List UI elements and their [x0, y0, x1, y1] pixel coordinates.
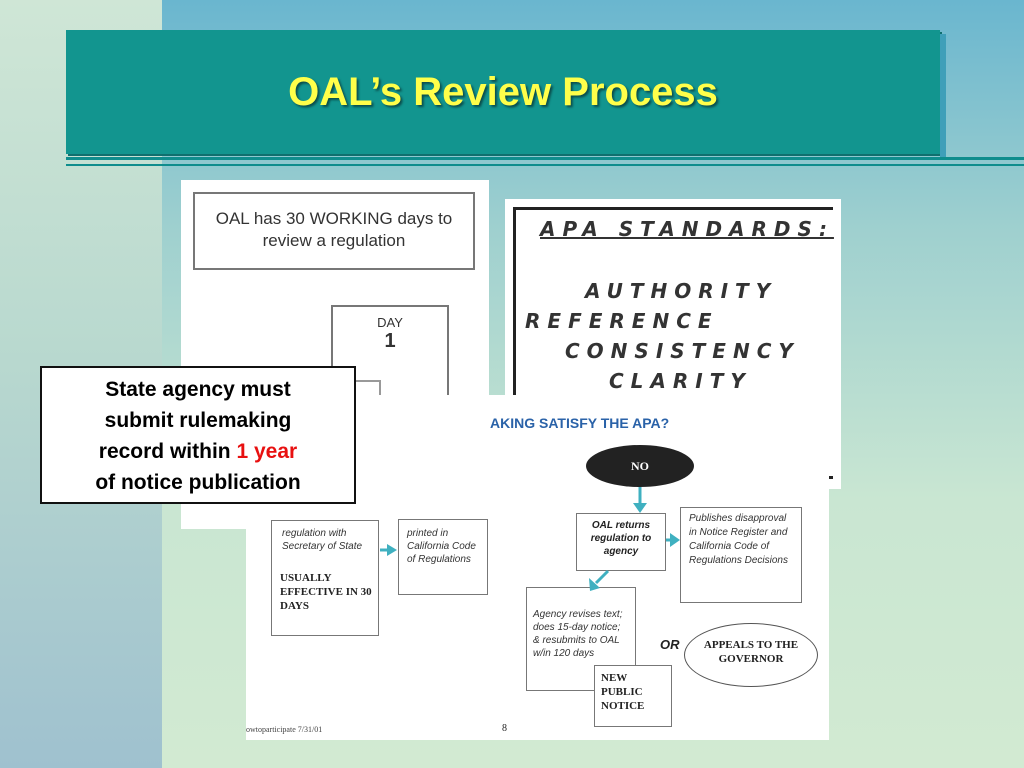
standard-reference: REFERENCE [525, 309, 719, 333]
new-public-notice-box: NEW PUBLIC NOTICE [594, 665, 672, 727]
flow-question: AKING SATISFY THE APA? [490, 415, 670, 431]
day-label: DAY [377, 315, 403, 330]
usually-effective-text: USUALLY EFFECTIVE IN 30 DAYS [280, 572, 372, 612]
no-decision-oval: NO [586, 445, 694, 487]
secretary-of-state-text: regulation with Secretary of State [282, 528, 363, 552]
appeals-governor-oval: APPEALS TO THE GOVERNOR [684, 623, 818, 687]
callout-line-4: of notice publication [95, 471, 301, 494]
callout-line-1: State agency must [105, 378, 291, 401]
title-bar: OAL’s Review Process [66, 30, 946, 158]
arrowhead-sos-to-printed [387, 544, 397, 556]
apa-heading: APA STANDARDS: [540, 217, 834, 241]
slide-title: OAL’s Review Process [288, 70, 718, 114]
standard-authority: AUTHORITY [585, 279, 778, 303]
divider-line-bottom [66, 164, 1024, 166]
review-days-box: OAL has 30 WORKING days to review a regu… [193, 192, 475, 270]
printed-ccr-box: printed in California Code of Regulation… [398, 519, 488, 595]
title-bar-shadow [940, 34, 946, 158]
callout-line-3-prefix: record within [98, 440, 231, 463]
secretary-of-state-box: regulation with Secretary of State USUAL… [271, 520, 379, 636]
callout-line-2: submit rulemaking [104, 409, 292, 432]
standard-clarity: CLARITY [609, 369, 752, 393]
divider-line-top [66, 157, 1024, 160]
arrowhead-returns-to-publishes [670, 533, 680, 547]
scan-footer: owtoparticipate 7/31/01 [246, 725, 323, 734]
day-number: 1 [384, 330, 396, 352]
callout-line-3: record within 1 year [42, 436, 354, 467]
arrowhead-no-to-returns [633, 503, 647, 513]
scan-page-number: 8 [502, 723, 507, 734]
or-label: OR [660, 637, 680, 652]
publishes-disapproval-box: Publishes disapproval in Notice Register… [680, 507, 802, 603]
arrow-returns-to-revises [594, 569, 610, 585]
callout-box: State agency must submit rulemaking reco… [40, 366, 356, 504]
flow-arrows [380, 487, 680, 591]
oal-returns-box: OAL returns regulation to agency [576, 513, 666, 571]
standard-consistency: CONSISTENCY [565, 339, 800, 363]
arrowhead-returns-to-revises [589, 578, 600, 591]
callout-highlight: 1 year [236, 440, 298, 463]
agency-revises-box: Agency revises text; does 15-day notice;… [526, 587, 636, 691]
